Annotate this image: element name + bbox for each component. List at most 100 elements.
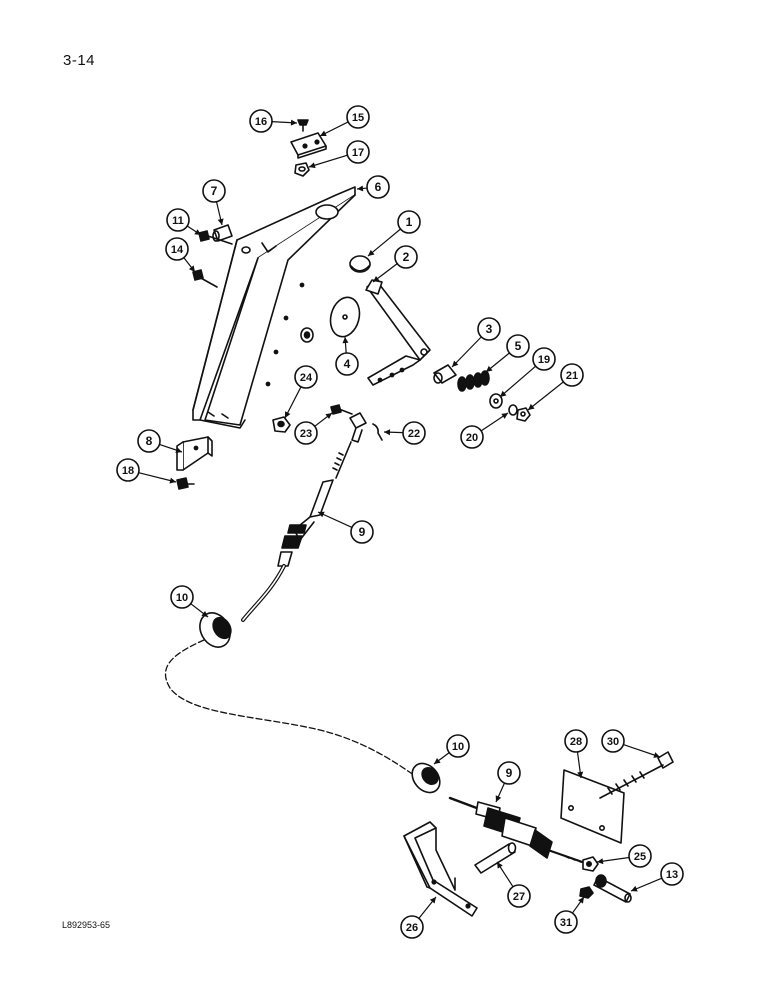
bracket-8 — [176, 436, 213, 471]
plate-15 — [290, 132, 327, 159]
callout-c18: 18 — [116, 458, 140, 482]
callout-circle — [532, 347, 556, 371]
callout-arrow-c4 — [342, 337, 349, 344]
callout-label: 10 — [176, 592, 188, 604]
callout-circle — [202, 179, 226, 203]
grommet-10-upper — [199, 612, 232, 648]
callout-arrow-c13 — [631, 885, 638, 892]
callout-circle — [249, 109, 273, 133]
callout-c17: 17 — [346, 140, 370, 164]
callout-c31: 31 — [554, 910, 578, 934]
callout-arrow-c27 — [497, 862, 503, 869]
callout-circle — [346, 140, 370, 164]
end-fitting-13 — [593, 874, 632, 903]
callout-c19: 19 — [532, 347, 556, 371]
pedal-arm-2 — [365, 279, 431, 386]
callout-arrow-c16 — [290, 119, 297, 126]
callout-c11: 11 — [166, 208, 190, 232]
callout-c23: 23 — [294, 421, 318, 445]
callout-arrow-c10a — [201, 610, 208, 617]
callout-label: 17 — [352, 147, 364, 159]
callout-label: 3 — [486, 322, 493, 336]
callout-arrow-c9b — [495, 795, 502, 802]
callout-arrow-c9a — [318, 511, 325, 518]
callout-circle — [294, 365, 318, 389]
callout-label: 2 — [403, 250, 410, 264]
callout-c30: 30 — [601, 729, 625, 753]
callout-arrow-c2 — [373, 275, 380, 282]
callout-circle — [460, 425, 484, 449]
callout-arrow-c3 — [452, 360, 459, 367]
callout-circle — [446, 734, 470, 758]
callout-circle — [560, 363, 584, 387]
callout-circle — [294, 421, 318, 445]
page-number: 3-14 — [63, 52, 96, 69]
callout-c5: 5 — [506, 334, 530, 358]
nut-25 — [582, 856, 599, 872]
plate-28 — [560, 769, 625, 844]
callout-bubbles: 1234567899101011131415161718192021222324… — [116, 105, 684, 939]
callout-circle — [402, 421, 426, 445]
callout-c6: 6 — [366, 175, 390, 199]
callout-arrow-c23 — [325, 413, 332, 420]
callout-c10a: 10 — [170, 585, 194, 609]
callout-arrow-c26 — [429, 897, 436, 904]
pad-4 — [329, 296, 361, 338]
callout-leader-c30 — [623, 743, 661, 758]
callout-arrow-c20 — [501, 413, 508, 419]
callout-label: 30 — [607, 736, 619, 748]
callout-circle — [477, 317, 501, 341]
screw-16 — [297, 119, 309, 132]
clevis-22 — [349, 412, 383, 443]
callout-label: 28 — [570, 736, 582, 748]
bolt-11 — [198, 230, 233, 245]
callout-circle — [564, 729, 588, 753]
callout-label: 16 — [255, 116, 267, 128]
callout-circle — [400, 915, 424, 939]
callout-arrow-c11 — [194, 229, 201, 235]
callout-circle — [397, 210, 421, 234]
callout-arrow-c5 — [486, 365, 493, 372]
callout-c9a: 9 — [350, 520, 374, 544]
callout-circle — [394, 245, 418, 269]
callout-leader-c21 — [527, 381, 564, 411]
callout-arrow-c8 — [175, 447, 182, 453]
callout-label: 21 — [566, 370, 578, 382]
callout-c28: 28 — [564, 729, 588, 753]
cap-1 — [349, 255, 371, 273]
callout-label: 23 — [300, 428, 312, 440]
callout-label: 14 — [171, 244, 184, 256]
callout-arrow-c22 — [384, 429, 391, 436]
callout-c16: 16 — [249, 109, 273, 133]
callout-label: 18 — [122, 465, 134, 477]
callout-leaders — [138, 119, 663, 919]
callout-label: 27 — [513, 891, 525, 903]
callout-leader-c3 — [451, 336, 482, 368]
callout-arrow-c28 — [577, 771, 584, 778]
callout-label: 11 — [172, 215, 184, 227]
bolt-23 — [330, 404, 353, 415]
callout-circle — [366, 175, 390, 199]
callout-c3: 3 — [477, 317, 501, 341]
callout-c20: 20 — [460, 425, 484, 449]
callout-arrow-c17 — [309, 162, 316, 169]
callout-c2: 2 — [394, 245, 418, 269]
bracket-26 — [403, 821, 478, 917]
callout-c21: 21 — [560, 363, 584, 387]
cable-9-lower — [448, 796, 589, 865]
callout-arrow-c31 — [578, 897, 584, 904]
pin-27 — [474, 842, 517, 874]
grommet-10-lower — [411, 762, 441, 794]
callout-label: 25 — [634, 851, 646, 863]
callout-circle — [660, 862, 684, 886]
part-drawings — [164, 119, 674, 917]
callout-leader-c9a — [317, 511, 353, 528]
callout-arrow-c6 — [357, 185, 364, 192]
callout-label: 1 — [406, 215, 413, 229]
callout-label: 6 — [375, 180, 382, 194]
callout-circle — [554, 910, 578, 934]
callout-circle — [497, 761, 521, 785]
nut-21 — [516, 407, 531, 422]
